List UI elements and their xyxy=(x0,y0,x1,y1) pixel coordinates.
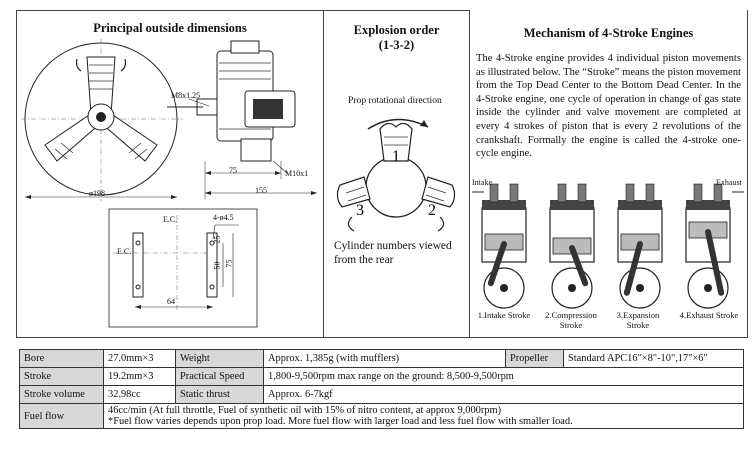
cylinder-head-3 xyxy=(618,200,662,210)
valve-right-1 xyxy=(509,183,519,203)
dim-75-label: 75 xyxy=(229,166,237,175)
cylinder-1-head xyxy=(379,122,413,162)
weight-label: Weight xyxy=(175,349,264,368)
table-row: Stroke 19.2mm×3 Practical Speed 1,800-9,… xyxy=(19,367,744,386)
dimensions-drawing xyxy=(21,39,317,328)
con-rod-1 xyxy=(487,241,507,287)
valve-left-2 xyxy=(557,183,567,203)
weight-value: Approx. 1,385g (with mufflers) xyxy=(263,349,506,368)
dim-50-label: 50 xyxy=(212,261,222,270)
table-row: Stroke volume 32.98cc Static thrust Appr… xyxy=(19,385,744,404)
stroke-label-1: 1.Intake Stroke xyxy=(477,310,531,320)
valve-right-2 xyxy=(577,183,587,203)
crank-center-3 xyxy=(636,284,644,292)
explosion-order: (1-3-2) xyxy=(378,38,415,52)
stroke-label: Stroke xyxy=(19,367,104,386)
con-rod-4 xyxy=(705,229,725,296)
ec-left-label: E.C. xyxy=(117,247,132,256)
cylinder-3-head xyxy=(336,176,371,208)
ec-top-label: E.C. xyxy=(163,215,178,224)
stroke-label-4: 4.Exhaust Stroke xyxy=(679,310,739,320)
fuel-line-1: 46cc/min (At full throttle, Fuel of synt… xyxy=(108,405,502,416)
stroke-label-3: 3.Expansion Stroke xyxy=(616,310,660,330)
speed-value: 1,800-9,500rpm max range on the ground: … xyxy=(263,367,744,386)
con-rod-3 xyxy=(623,241,643,296)
crankcase-circle xyxy=(365,156,427,218)
dimensions-panel: Principal outside dimensions xyxy=(16,10,324,338)
explosion-panel: Explosion order (1-3-2) Prop rotational … xyxy=(324,10,470,338)
valve-left-4 xyxy=(693,183,703,203)
cylinder-head-2 xyxy=(550,200,594,210)
valve-left-3 xyxy=(625,183,635,203)
cyl-2-number: 2 xyxy=(428,202,436,219)
valve-right-4 xyxy=(713,183,723,203)
cylinder-head-1 xyxy=(482,200,526,210)
thrust-label: Static thrust xyxy=(175,385,264,404)
dim-25-label: 25 xyxy=(212,235,222,244)
thread-m10-label: M10x1 xyxy=(285,169,309,178)
dim-155-label: 155 xyxy=(255,186,267,195)
propeller-label: Propeller xyxy=(505,349,564,368)
crank-center-4 xyxy=(704,284,712,292)
prop-direction-label: Prop rotational direction xyxy=(348,95,442,106)
valve-left-1 xyxy=(489,183,499,203)
con-rod-2 xyxy=(569,245,589,287)
thrust-value: Approx. 6-7kgf xyxy=(263,385,744,404)
fuel-value: 46cc/min (At full throttle, Fuel of synt… xyxy=(103,403,744,429)
diameter-label: ø198 xyxy=(89,189,105,198)
thread-m8-label: M8x1.25 xyxy=(171,91,201,100)
spec-table: Bore 27.0mm×3 Weight Approx. 1,385g (wit… xyxy=(19,349,744,429)
holes-label: 4-ø4.5 xyxy=(213,213,234,222)
cylinder-2-head xyxy=(421,176,456,208)
stroke-value: 19.2mm×3 xyxy=(103,367,176,386)
cyl-3-number: 3 xyxy=(356,202,364,219)
crank-center-1 xyxy=(500,284,508,292)
propeller-value: Standard APC16"×8"-10",17"×6" xyxy=(563,349,744,368)
dim-64-label: 64 xyxy=(167,297,175,306)
cylinder-head-4 xyxy=(686,200,730,210)
bore-value: 27.0mm×3 xyxy=(103,349,176,368)
mechanism-description: The 4-Stroke engine provides 4 individua… xyxy=(476,53,741,160)
fuel-line-2: *Fuel flow varies depends upon prop load… xyxy=(108,416,573,427)
mount-plate-frame xyxy=(108,208,258,328)
stroke-diagrams xyxy=(472,183,744,309)
explosion-drawing: 1 2 3 xyxy=(336,118,456,232)
volume-label: Stroke volume xyxy=(19,385,104,404)
mechanism-panel: Mechanism of 4-Stroke Engines The 4-Stro… xyxy=(470,10,748,338)
intake-label: Intake xyxy=(472,178,492,187)
stroke-label-2: 2.Compression Stroke xyxy=(545,310,597,330)
dimensions-title: Principal outside dimensions xyxy=(93,21,247,35)
table-row: Fuel flow 46cc/min (At full throttle, Fu… xyxy=(19,403,744,429)
cyl-1-number: 1 xyxy=(392,148,400,165)
valve-right-3 xyxy=(645,183,655,203)
volume-value: 32.98cc xyxy=(103,385,176,404)
dim-75b-label: 75 xyxy=(224,259,234,268)
bore-label: Bore xyxy=(19,349,104,368)
cylinder-caption: Cylinder numbers viewed from the rear xyxy=(334,240,452,266)
crank-center-2 xyxy=(568,284,576,292)
mechanism-title: Mechanism of 4-Stroke Engines xyxy=(523,26,694,40)
speed-label: Practical Speed xyxy=(175,367,264,386)
table-row: Bore 27.0mm×3 Weight Approx. 1,385g (wit… xyxy=(19,349,744,368)
fuel-label: Fuel flow xyxy=(19,403,104,429)
exhaust-label: Exhaust xyxy=(716,178,742,187)
explosion-title: Explosion order xyxy=(353,23,440,37)
